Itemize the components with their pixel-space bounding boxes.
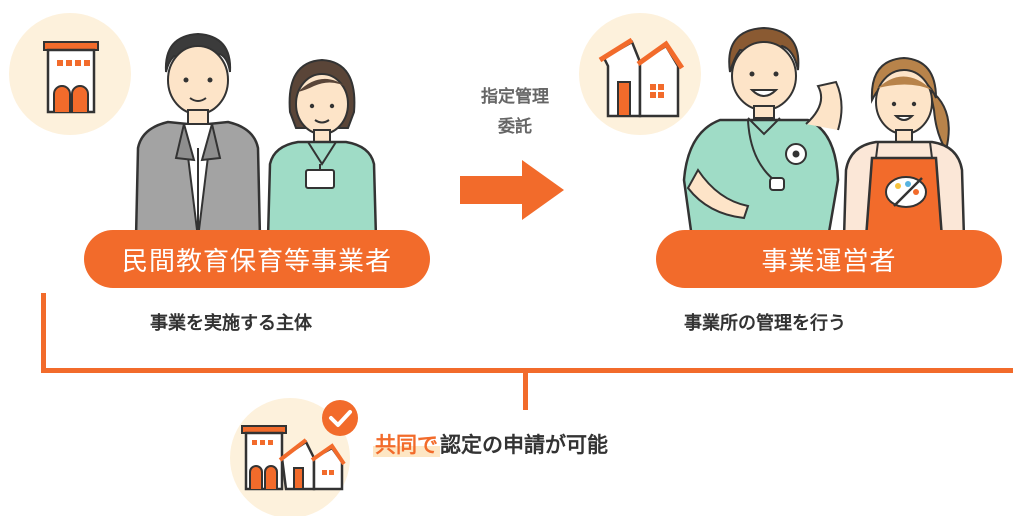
joint-application-text: 共同で認定の申請が可能: [373, 429, 608, 459]
left-vertical-line: [41, 293, 46, 373]
delegation-label-line1: 指定管理: [481, 87, 549, 107]
joint-application-rest: 認定の申請が可能: [440, 433, 608, 457]
manager-caption: 事業所の管理を行う: [684, 313, 846, 334]
art-teacher-woman-illustration: [842, 56, 966, 238]
building-badge-icon: [9, 13, 131, 135]
center-vertical-line: [523, 368, 528, 410]
delegation-label: 指定管理 委託: [455, 82, 575, 142]
operator-pill: 民間教育保育等事業者: [84, 230, 430, 288]
manager-pill: 事業運営者: [656, 230, 1002, 288]
joint-buildings-icon: [230, 398, 358, 516]
coach-man-illustration: [682, 26, 843, 238]
manager-pill-label: 事業運営者: [761, 246, 897, 277]
delegation-label-line2: 委託: [498, 117, 532, 137]
right-arrow-icon: [460, 160, 564, 220]
operator-caption: 事業を実施する主体: [150, 313, 312, 334]
houses-badge-icon: [579, 13, 701, 135]
staff-woman-illustration: [266, 58, 378, 238]
operator-pill-label: 民間教育保育等事業者: [121, 246, 392, 277]
joint-highlight: 共同で: [373, 433, 440, 457]
businessman-illustration: [134, 32, 262, 238]
